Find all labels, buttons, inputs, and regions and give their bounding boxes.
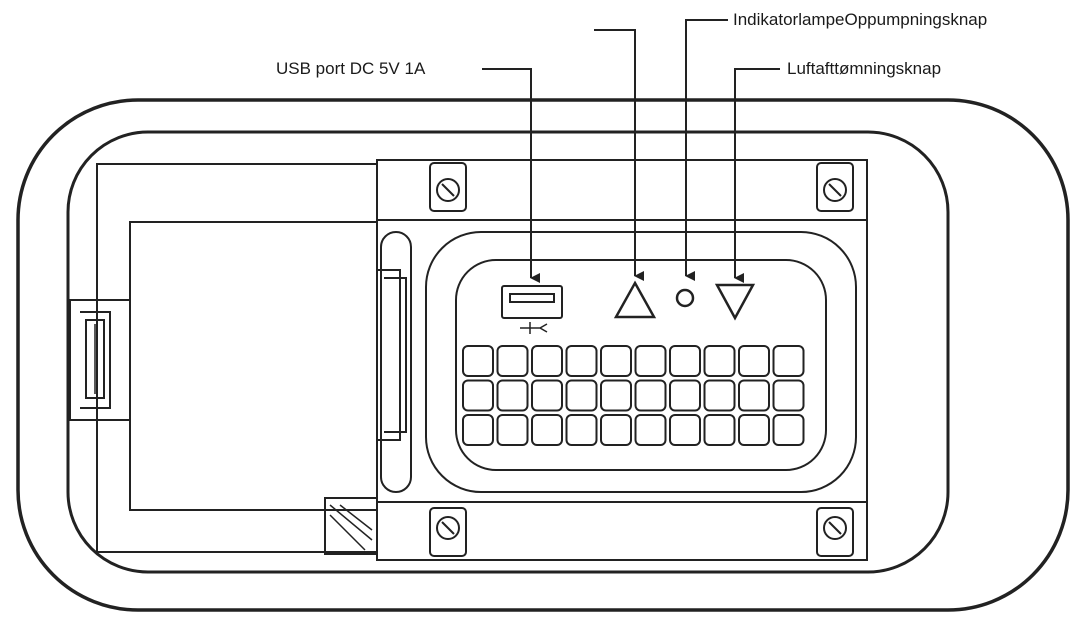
keypad-cell — [565, 345, 598, 377]
keypad-cell — [600, 345, 632, 377]
slide-rail — [378, 231, 412, 493]
keypad-cell — [703, 414, 736, 446]
inflate-button-icon[interactable] — [613, 280, 657, 319]
keypad-cell — [738, 345, 770, 377]
keypad-cell — [462, 345, 494, 377]
keypad-grid — [462, 345, 805, 446]
keypad-cell — [703, 345, 736, 377]
panel-housing — [376, 159, 868, 561]
callout-line-usb — [482, 68, 540, 283]
callout-line-deflate — [734, 68, 780, 283]
screw-bottom-right — [816, 507, 854, 557]
keypad-cell — [772, 414, 805, 446]
compartment-lid — [129, 221, 378, 511]
usb-port — [501, 285, 563, 334]
keypad-cell — [531, 379, 563, 412]
screw-top-right — [816, 162, 854, 212]
keypad-cell — [772, 379, 805, 412]
deflate-button-icon[interactable] — [714, 283, 756, 321]
keypad-cell — [738, 379, 770, 412]
usb-port-label: USB port DC 5V 1A — [276, 59, 426, 78]
keypad-cell — [565, 414, 598, 446]
keypad-cell — [634, 414, 667, 446]
keypad-cell — [669, 414, 701, 446]
keypad-cell — [496, 414, 529, 446]
keypad-cell — [600, 414, 632, 446]
keypad-cell — [565, 379, 598, 412]
device-inner-shell — [66, 130, 950, 574]
keypad-cell — [462, 414, 494, 446]
callout-line-inflate — [594, 29, 644, 281]
keypad-cell — [462, 379, 494, 412]
keypad-cell — [669, 345, 701, 377]
keypad-cell — [496, 379, 529, 412]
keypad-cell — [669, 379, 701, 412]
control-plate-inner — [455, 259, 827, 471]
cable-strap — [324, 497, 378, 555]
keypad-cell — [738, 414, 770, 446]
keypad-cell — [600, 379, 632, 412]
keypad-cell — [531, 414, 563, 446]
callout-line-indicator — [685, 19, 728, 281]
control-plate-outer — [425, 231, 857, 493]
screw-bottom-left — [429, 507, 467, 557]
indicator-inflate-label: IndikatorlampeOppumpningsknap — [733, 10, 988, 29]
keypad-cell — [634, 379, 667, 412]
keypad-cell — [634, 345, 667, 377]
keypad-cell — [772, 345, 805, 377]
screw-top-left — [429, 162, 467, 212]
latch-clip — [69, 299, 130, 421]
keypad-cell — [531, 345, 563, 377]
keypad-cell — [703, 379, 736, 412]
keypad-cell — [496, 345, 529, 377]
indicator-lamp — [675, 288, 695, 308]
device-outer-shell — [16, 98, 1070, 612]
deflate-button-label: Luftafttømningsknap — [787, 59, 942, 78]
